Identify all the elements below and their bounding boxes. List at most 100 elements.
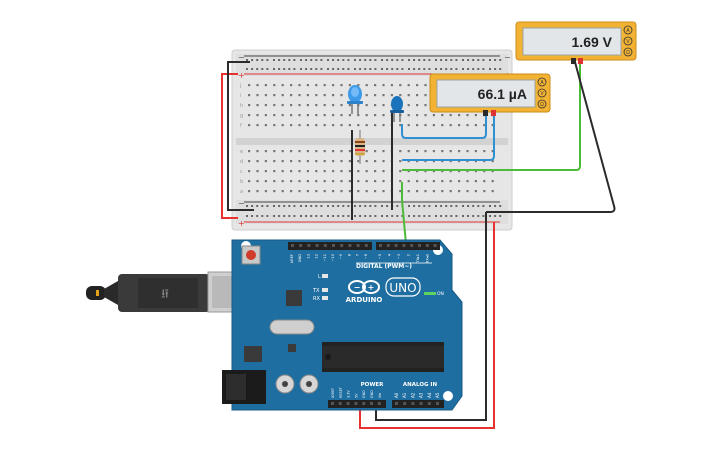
voltmeter[interactable]: 1.69 V A V Ω <box>515 21 637 64</box>
arduino-logo: − + ARDUINO <box>346 280 382 304</box>
rail-hole <box>423 215 426 217</box>
rail-hole <box>327 205 329 207</box>
analog-pin-label: A5 <box>435 392 440 398</box>
terminal-hole <box>357 114 360 117</box>
terminal-hole <box>441 150 444 153</box>
wire-red-5v[interactable] <box>359 222 495 429</box>
terminal-hole <box>332 190 335 193</box>
terminal-hole <box>323 124 326 127</box>
terminal-hole <box>306 150 309 153</box>
terminal-hole <box>449 124 452 127</box>
rail-hole <box>440 59 443 61</box>
terminal-hole <box>264 180 267 183</box>
wire-black-left[interactable] <box>227 61 254 211</box>
terminal-hole <box>290 190 293 193</box>
terminal-hole <box>399 180 402 183</box>
terminal-hole <box>315 94 318 97</box>
terminal-hole <box>323 114 326 117</box>
wire-green-pin[interactable] <box>401 182 407 245</box>
rail-hole <box>320 59 323 61</box>
rail-hole <box>332 68 335 70</box>
wire-red-left[interactable] <box>221 73 238 219</box>
digital-pin-label: RX◂0 <box>426 253 430 263</box>
led-left[interactable] <box>347 85 363 114</box>
analog-pin-label: A3 <box>419 392 424 398</box>
rail-hole <box>273 59 275 61</box>
voltmeter-terminal-a: A <box>626 28 630 34</box>
rail-hole <box>455 68 458 70</box>
rail-hole <box>251 59 254 61</box>
rail-hole <box>440 68 443 70</box>
rail-hole <box>246 215 248 217</box>
terminal-hole <box>483 170 486 173</box>
terminal-hole <box>281 180 284 183</box>
terminal-hole <box>340 104 343 107</box>
reset-button[interactable] <box>246 250 256 260</box>
header-pin <box>402 244 406 247</box>
terminal-hole <box>264 94 267 97</box>
rail-hole <box>472 205 475 207</box>
wire-blue-ammeter-1[interactable] <box>401 114 487 139</box>
terminal-hole <box>290 150 293 153</box>
terminal-hole <box>458 170 461 173</box>
wire-black-voltmeter[interactable] <box>486 61 616 213</box>
terminal-hole <box>290 160 293 163</box>
terminal-hole <box>281 104 284 107</box>
ammeter-terminals[interactable]: A V Ω <box>537 77 547 109</box>
rail-hole <box>408 205 410 207</box>
terminal-hole <box>323 190 326 193</box>
wire-black-gnd[interactable] <box>375 212 487 421</box>
rail-hole <box>440 215 443 217</box>
rail-hole <box>477 215 480 217</box>
rail-hole <box>435 205 437 207</box>
rail-hole <box>310 205 313 207</box>
terminal-hole <box>432 114 435 117</box>
terminal-hole <box>365 114 368 117</box>
wire-blue-ammeter-2[interactable] <box>402 114 495 161</box>
terminal-hole <box>273 114 276 117</box>
terminal-hole <box>474 150 477 153</box>
rail-hole <box>472 68 475 70</box>
terminal-hole <box>264 190 267 193</box>
terminal-hole <box>340 160 343 163</box>
led-right[interactable] <box>390 96 404 122</box>
rail-hole <box>359 205 362 207</box>
voltmeter-terminals[interactable]: A V Ω <box>623 25 633 57</box>
rail-hole <box>320 68 323 70</box>
resistor[interactable] <box>355 130 365 164</box>
terminal-hole <box>357 190 360 193</box>
terminal-hole <box>348 190 351 193</box>
terminal-hole <box>374 104 377 107</box>
terminal-hole <box>348 124 351 127</box>
svg-text:−: − <box>238 53 245 62</box>
terminal-hole <box>323 84 326 87</box>
rail-hole <box>278 59 281 61</box>
ammeter[interactable]: 66.1 µA A V Ω <box>429 73 551 116</box>
terminal-hole <box>340 94 343 97</box>
rail-hole <box>445 68 448 70</box>
terminal-hole <box>407 124 410 127</box>
wire-green-voltmeter[interactable] <box>402 62 581 171</box>
terminal-hole <box>248 84 251 87</box>
terminal-hole <box>264 124 267 127</box>
rail-hole <box>386 215 389 217</box>
rail-hole <box>327 215 329 217</box>
rail-hole <box>369 205 372 207</box>
terminal-hole <box>399 190 402 193</box>
terminal-hole <box>424 94 427 97</box>
terminal-hole <box>432 170 435 173</box>
header-pin <box>395 402 398 405</box>
terminal-hole <box>407 160 410 163</box>
power-pin-label: GND <box>370 390 374 398</box>
terminal-hole <box>399 150 402 153</box>
terminal-hole <box>374 190 377 193</box>
digital-pin-label: ~3 <box>397 254 401 259</box>
terminal-hole <box>382 170 385 173</box>
digital-pin-label: AREF <box>290 254 294 263</box>
rail-hole <box>450 205 453 207</box>
rail-hole <box>283 68 286 70</box>
rail-hole <box>413 215 416 217</box>
terminal-hole <box>365 124 368 127</box>
terminal-hole <box>407 104 410 107</box>
